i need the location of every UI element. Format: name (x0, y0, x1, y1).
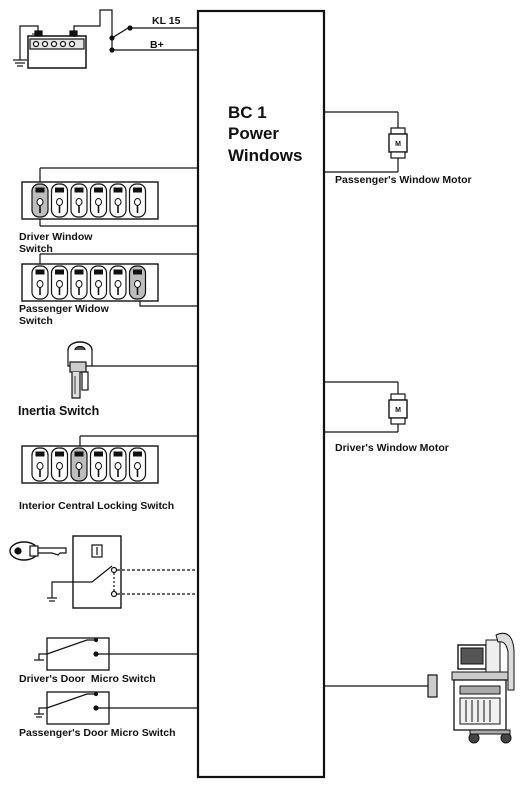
inertia-switch-icon (67, 341, 93, 399)
bc1-title-line3: Windows (228, 145, 303, 165)
passenger-door-micro-switch-label: Passenger's Door Micro Switch (19, 727, 176, 739)
driver-window-switch-button-2 (50, 183, 69, 218)
driver-window-switch-button-3 (70, 183, 88, 218)
central-locking-switch-button-4 (89, 447, 108, 482)
driver-window-motor-icon: M (388, 393, 408, 425)
ground-icon (13, 59, 27, 67)
passenger-window-motor-label: Passenger's Window Motor (335, 174, 472, 186)
kl15-label: KL 15 (152, 15, 181, 27)
central-locking-switch-button-5 (109, 447, 127, 482)
ignition-switch-box (72, 535, 122, 609)
driver-window-switch-button-6 (128, 183, 147, 218)
passenger-window-switch-label: Passenger Widow Switch (19, 303, 109, 328)
passenger-window-motor-icon: M (388, 127, 408, 159)
svg-text:M: M (395, 141, 401, 148)
passenger-window-switch-button-5 (109, 265, 127, 300)
passenger-window-switch-button-2 (50, 265, 69, 300)
svg-text:M: M (395, 407, 401, 414)
diagnostic-tester-icon (451, 632, 515, 744)
driver-window-motor-label: Driver's Window Motor (335, 442, 449, 454)
bplus-label: B+ (150, 39, 164, 51)
driver-window-switch-button-4 (89, 183, 108, 218)
battery-icon (27, 30, 87, 69)
driver-window-switch-label: Driver Window Switch (19, 231, 93, 256)
bc1-title: BC 1 Power Windows (228, 102, 302, 166)
central-locking-switch-label: Interior Central Locking Switch (19, 500, 175, 512)
central-locking-switch-button-1 (31, 447, 49, 482)
central-locking-switch-button-2 (50, 447, 69, 482)
driver-window-switch-panel (21, 181, 159, 220)
passenger-window-switch-button-1 (31, 265, 49, 300)
passenger-window-switch-button-6 (128, 265, 147, 300)
passenger-window-switch-panel (21, 263, 159, 302)
inertia-switch-label: Inertia Switch (18, 404, 100, 418)
passenger-window-switch-button-3 (70, 265, 88, 300)
diagnostic-connector (427, 674, 438, 698)
bc1-title-line2: Power (228, 124, 280, 144)
bc1-title-line1: BC 1 (228, 103, 267, 122)
driver-window-switch-button-1 (31, 183, 49, 218)
key-icon (9, 541, 67, 561)
central-locking-switch-panel (21, 445, 159, 484)
central-locking-switch-button-3 (70, 447, 88, 482)
driver-door-micro-switch-label: Driver's Door Micro Switch (19, 673, 156, 685)
passenger-window-switch-button-4 (89, 265, 108, 300)
driver-window-switch-button-5 (109, 183, 127, 218)
bc1-control-unit-box (196, 9, 326, 779)
central-locking-switch-button-6 (128, 447, 147, 482)
